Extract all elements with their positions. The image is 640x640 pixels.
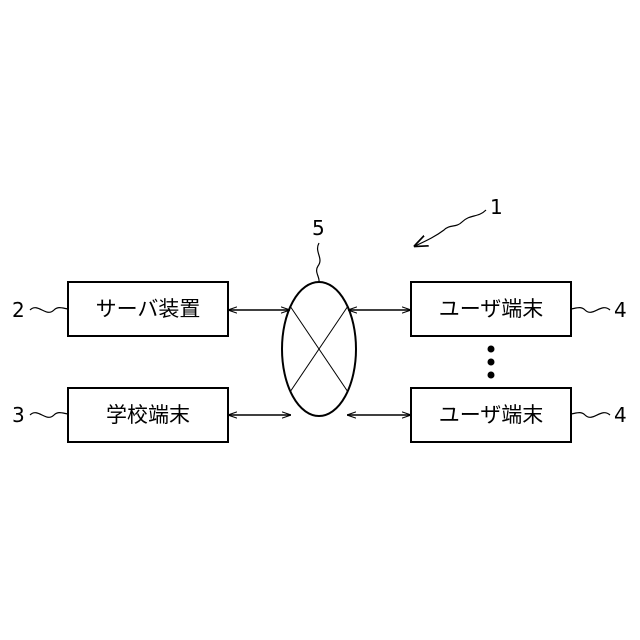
vertical-ellipsis <box>488 346 495 379</box>
server-leader-line <box>30 308 68 313</box>
system-pointer-arrow <box>415 210 486 246</box>
user-terminal-box-top: ユーザ端末 <box>411 282 571 336</box>
user-bottom-leader-line <box>571 413 610 418</box>
ref-label-network: 5 <box>312 216 325 240</box>
user-terminal-box-bottom: ユーザ端末 <box>411 388 571 442</box>
school-terminal-box: 学校端末 <box>68 388 228 442</box>
user-top-leader-line <box>571 308 610 313</box>
user-terminal-label-bottom: ユーザ端末 <box>439 403 544 427</box>
ref-label-server: 2 <box>12 298 25 322</box>
ref-label-user-top: 4 <box>614 298 627 322</box>
school-terminal-label: 学校端末 <box>106 403 190 427</box>
network-node <box>282 282 356 416</box>
user-terminal-label-top: ユーザ端末 <box>439 297 544 321</box>
ref-label-system: 1 <box>490 195 503 219</box>
ref-label-user-bottom: 4 <box>614 403 627 427</box>
school-leader-line <box>30 413 68 418</box>
server-device-label: サーバ装置 <box>96 297 201 321</box>
network-leader-line <box>317 243 320 282</box>
server-device-box: サーバ装置 <box>68 282 228 336</box>
ref-label-school: 3 <box>12 403 25 427</box>
